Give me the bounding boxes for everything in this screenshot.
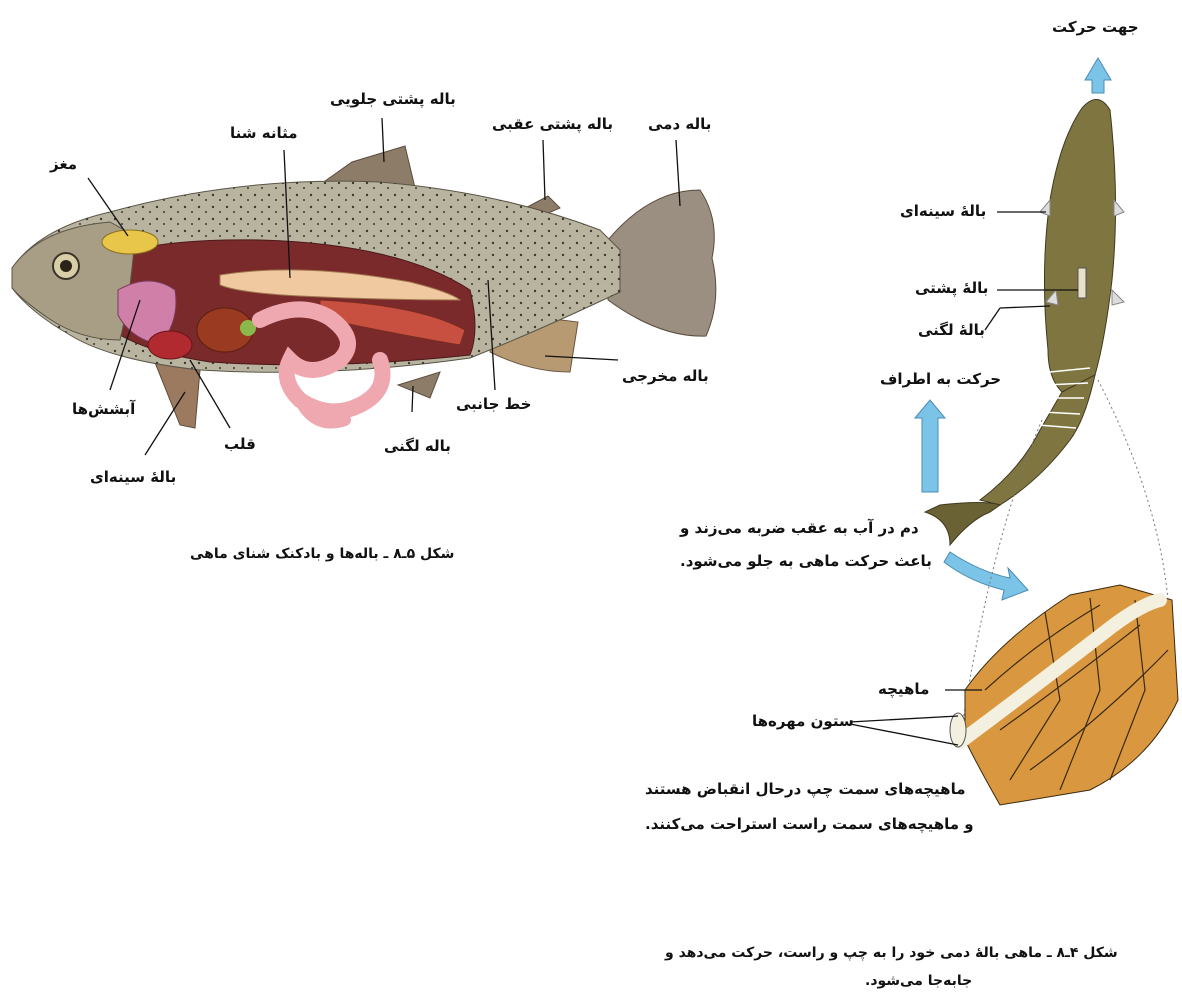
swimming-fish-tail-section bbox=[980, 375, 1095, 505]
label-direction: جهت حرکت bbox=[1052, 18, 1139, 36]
label-tail-text-1: دم در آب به عقب ضربه می‌زند و bbox=[680, 519, 919, 537]
label-tail-text-2: باعث حرکت ماهی به جلو می‌شود. bbox=[680, 552, 932, 570]
muscle-pointer-arrow bbox=[944, 552, 1028, 600]
label-muscles-text-1: ماهیچه‌های سمت چپ درحال انقباض هستند bbox=[645, 780, 966, 798]
label-vertebral-column: ستون مهره‌ها bbox=[752, 712, 854, 730]
caption-fish-swimming-1: شکل ۴ـ۸ ـ ماهی بالهٔ دمی خود را به چپ و … bbox=[665, 940, 1118, 967]
label-muscle: ماهیچه bbox=[878, 680, 929, 698]
direction-arrow bbox=[1085, 58, 1111, 93]
label-swim-pectoral-fin: بالهٔ سینه‌ای bbox=[900, 202, 986, 220]
label-swim-dorsal-fin: بالهٔ پشتی bbox=[915, 279, 988, 297]
caption-fish-swimming-2: جابه‌جا می‌شود. bbox=[865, 968, 972, 995]
muscle-block-shape bbox=[965, 585, 1178, 805]
swimming-fish-body bbox=[1044, 99, 1115, 392]
label-side-motion: حرکت به اطراف bbox=[880, 370, 1001, 388]
label-muscles-text-2: و ماهیچه‌های سمت راست استراحت می‌کنند. bbox=[645, 815, 974, 833]
swimming-fish-tail-fin bbox=[925, 503, 1000, 546]
label-swim-pelvic-fin: بالهٔ لگنی bbox=[918, 321, 985, 339]
side-motion-arrow bbox=[915, 400, 945, 492]
